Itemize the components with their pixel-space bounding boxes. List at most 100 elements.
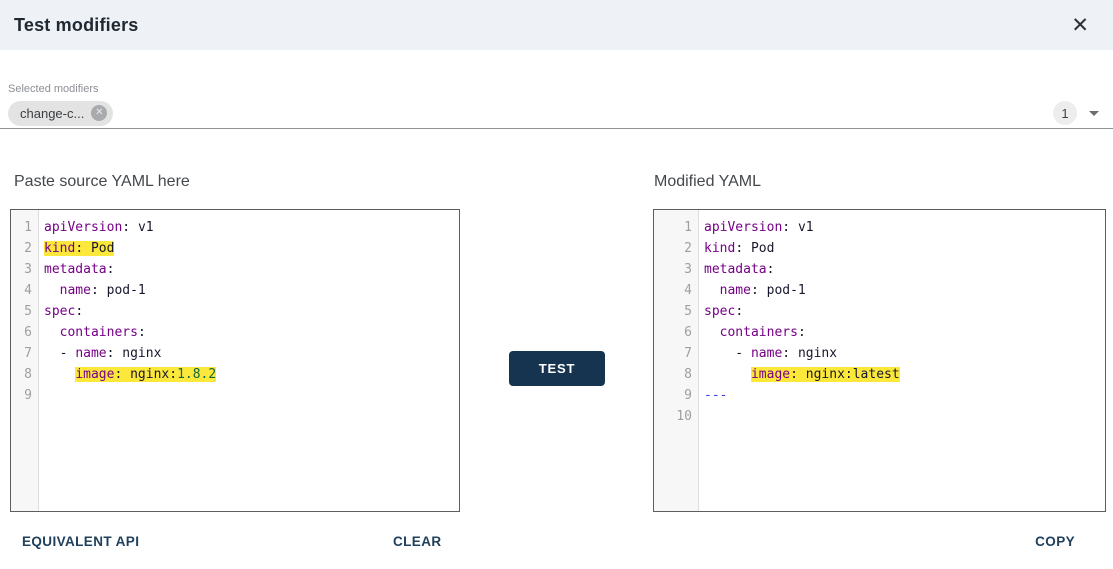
code-token [704,367,751,382]
code-token: : [782,220,798,235]
code-text: name: pod-1 [699,280,806,301]
line-number: 8 [684,367,692,382]
code-token: - [704,346,751,361]
code-line: 6 containers: [654,322,1105,343]
code-token: containers [59,325,138,340]
code-token: : [106,346,123,361]
line-number: 9 [24,388,32,403]
line-number: 6 [684,325,692,340]
code-text: name: pod-1 [39,280,146,301]
code-text: image: nginx:1.8.2 [39,364,217,385]
code-text: --- [699,385,727,406]
code-token: pod-1 [106,283,146,298]
code-text: spec: [699,301,743,322]
source-panel-heading: Paste source YAML here [14,173,190,190]
code-token: containers [719,325,798,340]
code-token: : [782,346,798,361]
code-token: name [750,346,783,361]
chevron-down-icon[interactable] [1089,110,1099,116]
modifiers-select[interactable]: change-c... ✕ 1 [0,98,1113,129]
selected-count-badge: 1 [1053,101,1077,125]
line-number: 7 [24,346,32,361]
clear-button[interactable]: CLEAR [393,534,442,549]
code-token: Pod [750,241,775,256]
line-number: 7 [684,346,692,361]
code-token: name [59,283,91,298]
code-text: - name: nginx [699,343,837,364]
code-token: name [75,346,107,361]
line-number: 5 [24,304,32,319]
line-number: 8 [24,367,32,382]
copy-button[interactable]: COPY [1035,534,1075,549]
code-token: nginx [122,346,162,361]
code-token: name [719,283,751,298]
line-number-gutter [654,210,699,511]
code-token: : [114,367,131,382]
code-text: kind: Pod [699,238,774,259]
code-line: 7 - name: nginx [654,343,1105,364]
code-text: apiVersion: v1 [699,217,814,238]
code-token: v1 [137,220,154,235]
code-line: 8 image: nginx:latest [654,364,1105,385]
code-token: metadata [44,262,107,277]
dialog-header: Test modifiers ✕ [0,0,1113,50]
code-line: 9 [11,385,459,406]
chip-remove-icon[interactable]: ✕ [91,105,108,121]
equivalent-api-button[interactable]: EQUIVALENT API [22,534,140,549]
code-text: metadata: [699,259,774,280]
code-line: 1 apiVersion: v1 [11,217,459,238]
close-icon[interactable]: ✕ [1067,13,1093,38]
code-token: : [90,283,107,298]
code-token: 1.8.2 [177,367,217,382]
code-line: 7 - name: nginx [11,343,459,364]
line-number: 4 [684,283,692,298]
code-token: image [75,367,115,382]
line-number-gutter [11,210,39,511]
code-token: v1 [797,220,814,235]
code-token: kind [44,241,76,256]
code-line: 3 metadata: [11,259,459,280]
test-button[interactable]: TEST [509,351,605,386]
code-text: image: nginx:latest [699,364,900,385]
code-token: - [44,346,76,361]
code-token [44,325,60,340]
code-text: apiVersion: v1 [39,217,154,238]
code-line: 2 kind: Pod [11,238,459,259]
select-controls: 1 [1053,101,1105,125]
code-token: kind [704,241,736,256]
code-token: spec [44,304,76,319]
code-token: : [750,283,767,298]
code-text: kind: Pod [39,238,115,259]
modified-panel-heading: Modified YAML [654,173,762,190]
code-text [699,406,704,427]
modifier-chip[interactable]: change-c... ✕ [8,100,114,126]
dialog-title: Test modifiers [14,14,139,35]
code-token: : [797,325,806,340]
line-number: 1 [24,220,32,235]
code-text: containers: [39,322,146,343]
code-token: : [735,241,751,256]
line-number: 10 [676,409,692,424]
code-token [704,283,720,298]
code-text: metadata: [39,259,114,280]
code-token: : [75,304,84,319]
line-number: 6 [24,325,32,340]
line-number: 3 [24,262,32,277]
code-token [44,283,60,298]
line-number: 1 [684,220,692,235]
code-token [704,325,720,340]
code-text [39,385,44,406]
line-number: 9 [684,388,692,403]
code-token: : [75,241,91,256]
code-line: 1 apiVersion: v1 [654,217,1105,238]
code-line: 4 name: pod-1 [11,280,459,301]
line-number: 2 [24,241,32,256]
code-token: : [766,262,775,277]
